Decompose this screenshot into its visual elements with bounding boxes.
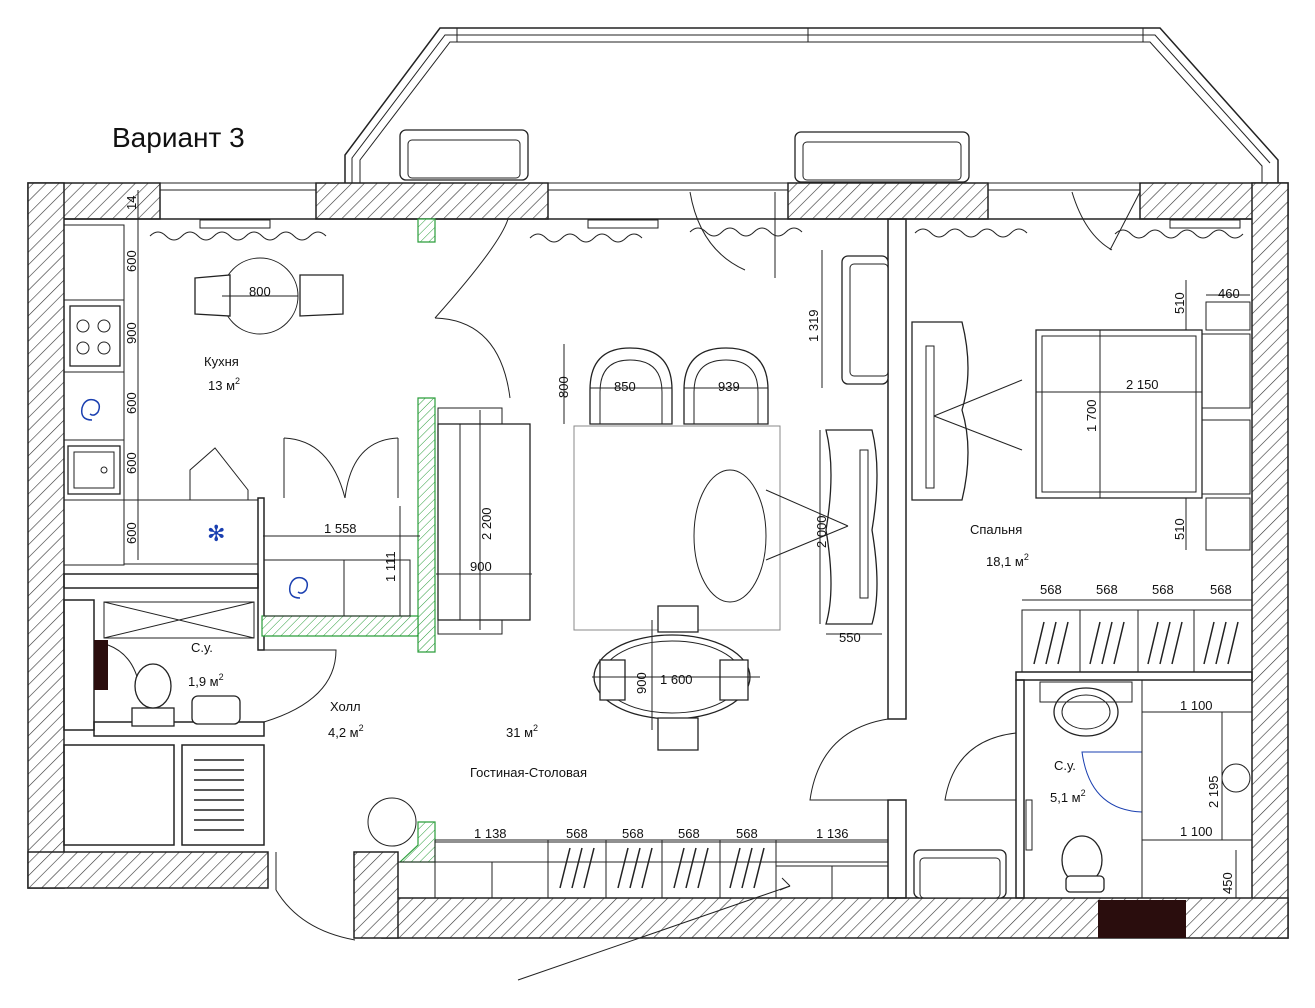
dim-label: 510 <box>1172 292 1187 314</box>
dim-label: 2 200 <box>479 507 494 540</box>
dim-label: 2 195 <box>1206 775 1221 808</box>
dim-label: 1 100 <box>1180 698 1213 713</box>
sink-icon <box>67 445 121 495</box>
hall <box>94 218 511 941</box>
washbasin-icon <box>191 695 241 725</box>
living-shelving <box>559 847 765 889</box>
dim-label: 800 <box>249 284 271 299</box>
room-labels: Кухня 13 м2 С.у. 1,9 м2 Холл 4,2 м2 31 м… <box>188 354 1086 805</box>
freezer-icon: ✻ <box>207 522 225 547</box>
dim-label: 1 136 <box>816 826 849 841</box>
dresser <box>911 321 969 501</box>
dim-label: 1 100 <box>1180 824 1213 839</box>
bedroom-label: Спальня <box>970 522 1022 537</box>
hall-pouf <box>367 797 417 847</box>
kitchen-chair-right <box>299 274 344 317</box>
living-sofa-small <box>841 255 889 385</box>
kitchen-chair-left <box>194 274 231 317</box>
washer-icon <box>288 576 309 599</box>
living-area: 31 м2 <box>506 723 538 740</box>
dim-label: 568 <box>622 826 644 841</box>
dim-label: 1 111 <box>383 551 398 582</box>
hall-label: Холл <box>330 699 361 714</box>
plan-title: Вариант 3 <box>112 122 245 153</box>
coffee-table <box>693 469 767 603</box>
dim-label: 939 <box>718 379 740 394</box>
dim-label: 900 <box>124 322 139 344</box>
bedroom <box>911 301 1253 899</box>
armchair-right <box>683 347 769 425</box>
boiler-icon <box>80 398 101 421</box>
outer-walls <box>27 182 1289 939</box>
dim-label: 568 <box>1210 582 1232 597</box>
bay-window <box>344 27 1279 183</box>
wardrobe <box>1021 609 1253 673</box>
dim-label: 568 <box>1152 582 1174 597</box>
dim-label: 2 150 <box>1126 377 1159 392</box>
bath1-area: 1,9 м2 <box>188 672 224 689</box>
dimension-labels: 14 600 900 600 600 600 800 1 558 1 111 2… <box>124 196 1240 894</box>
dim-label: 510 <box>1172 518 1187 540</box>
bathroom-2 <box>1025 680 1253 938</box>
dim-label: 568 <box>566 826 588 841</box>
dim-label: 1 319 <box>806 309 821 342</box>
tv-stand <box>825 429 878 625</box>
dim-label: 600 <box>124 452 139 474</box>
living-cabinets <box>397 861 889 899</box>
bed <box>1035 329 1203 499</box>
toilet-icon <box>131 707 175 727</box>
bath2-sink-icon <box>1053 687 1119 737</box>
stove-icon <box>69 305 121 367</box>
hall-area: 4,2 м2 <box>328 723 364 740</box>
bath2-fixture <box>1221 763 1251 793</box>
bedroom-bench <box>913 849 1007 899</box>
kitchen-area: 13 м2 <box>208 376 240 393</box>
dim-label: 568 <box>678 826 700 841</box>
curtains <box>149 219 1244 243</box>
dim-label: 1 558 <box>324 521 357 536</box>
dim-label: 568 <box>1096 582 1118 597</box>
dim-label: 460 <box>1218 286 1240 301</box>
balcony-doors <box>689 191 1141 278</box>
dim-label: 800 <box>556 376 571 398</box>
dim-label: 568 <box>736 826 758 841</box>
storage-rack <box>194 759 244 831</box>
rug <box>573 425 781 631</box>
dim-label: 2 000 <box>814 515 829 548</box>
bay-sofa-left <box>399 129 529 181</box>
bedroom-area: 18,1 м2 <box>986 552 1029 569</box>
bay-sofa-right <box>794 131 970 183</box>
dim-label: 600 <box>124 250 139 272</box>
armchair-left <box>589 347 673 425</box>
new-partitions <box>261 218 436 863</box>
bath2-label: С.у. <box>1054 758 1076 773</box>
dim-label: 900 <box>470 559 492 574</box>
dim-label: 600 <box>124 522 139 544</box>
kitchen: ✻ <box>63 224 344 566</box>
dim-label: 600 <box>124 392 139 414</box>
bath2-area: 5,1 м2 <box>1050 788 1086 805</box>
bath1-label: С.у. <box>191 640 213 655</box>
dim-label: 850 <box>614 379 636 394</box>
dim-label: 1 138 <box>474 826 507 841</box>
dim-label: 1 700 <box>1084 399 1099 432</box>
dimension-lines <box>137 190 1252 898</box>
dim-label: 450 <box>1220 872 1235 894</box>
dim-label: 550 <box>839 630 861 645</box>
dim-label: 568 <box>1040 582 1062 597</box>
dim-label: 14 <box>124 196 139 210</box>
living-label: Гостиная-Столовая <box>470 765 587 780</box>
inner-walls <box>63 218 1253 899</box>
living-room <box>397 255 889 981</box>
dim-label: 900 <box>634 672 649 694</box>
kitchen-label: Кухня <box>204 354 239 369</box>
dim-label: 1 600 <box>660 672 693 687</box>
